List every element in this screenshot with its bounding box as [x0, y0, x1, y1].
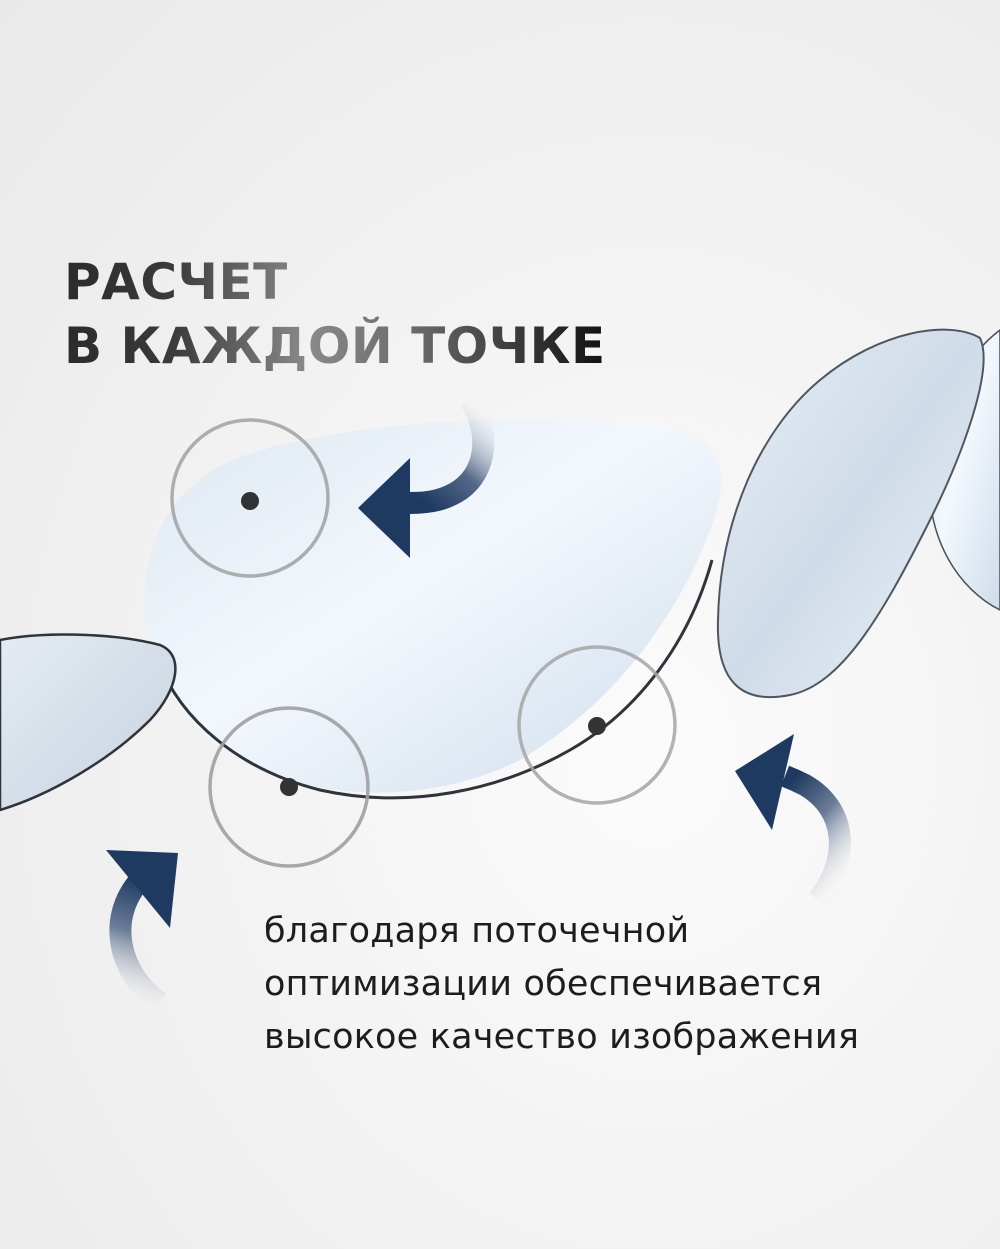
- page-title: РАСЧЕТ В КАЖДОЙ ТОЧКЕ: [64, 250, 606, 378]
- point-marker-bottom-right: [517, 645, 677, 805]
- caption-line-2: оптимизации обеспечивается: [264, 964, 823, 1004]
- point-marker-top-left: [170, 418, 330, 578]
- curved-arrow-up-left-icon: [735, 734, 851, 907]
- title-line-2: В КАЖДОЙ ТОЧКЕ: [64, 314, 606, 378]
- title-line-1: РАСЧЕТ: [64, 250, 606, 314]
- lens-left: [0, 633, 177, 812]
- point-marker-bottom-left: [208, 706, 370, 868]
- curved-arrow-up-right-icon: [106, 850, 178, 1013]
- description-text: благодаря поточечной оптимизации обеспеч…: [264, 905, 859, 1064]
- curved-arrow-down-left-icon: [358, 393, 495, 558]
- caption-line-3: высокое качество изображения: [264, 1017, 860, 1057]
- lens-main: [144, 418, 722, 800]
- caption-line-1: благодаря поточечной: [264, 911, 690, 951]
- lens-right: [716, 328, 985, 699]
